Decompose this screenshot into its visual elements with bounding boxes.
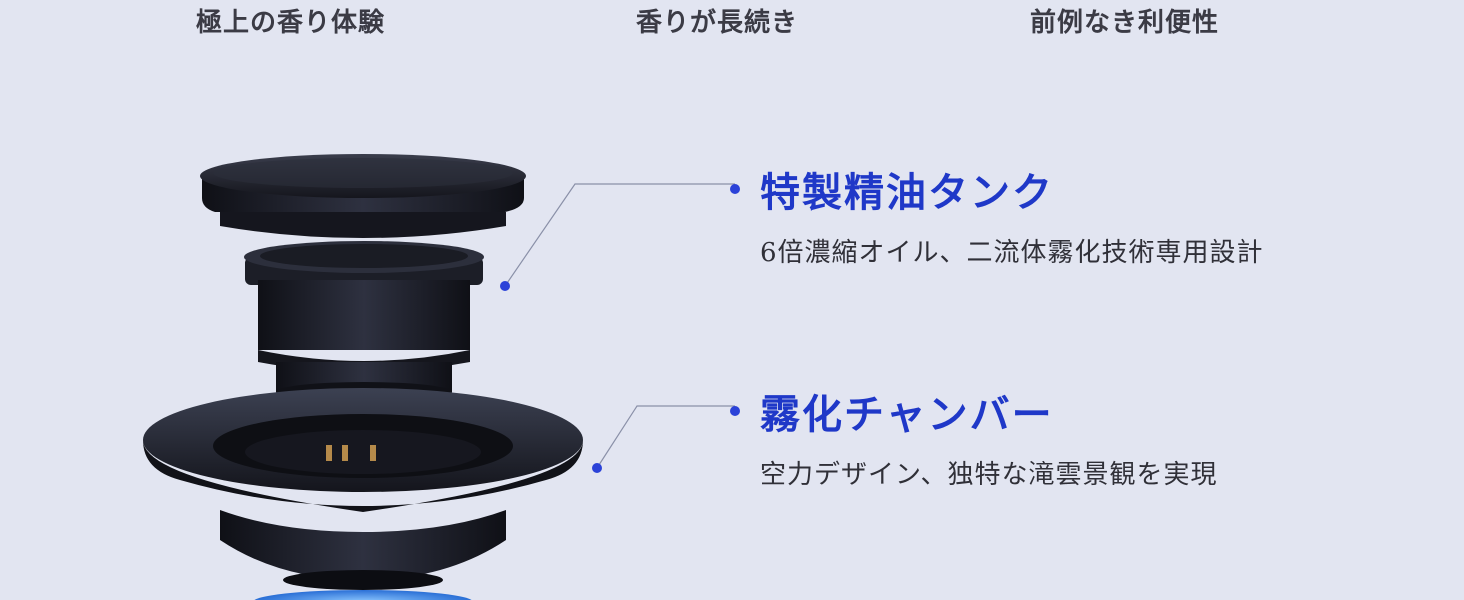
tank-lid <box>200 154 526 238</box>
feature-title: 特製精油タンク <box>760 169 1054 216</box>
oil-tank <box>244 241 484 402</box>
feature-oil-tank: 特製精油タンク 6倍濃縮オイル、二流体霧化技術専用設計 <box>730 160 1264 269</box>
bullet-dot-icon <box>730 184 740 194</box>
feature-atomization-chamber: 霧化チャンバー 空力デザイン、独特な滝雲景観を実現 <box>730 382 1217 491</box>
atomization-chamber <box>143 388 583 590</box>
feature-title: 霧化チャンバー <box>760 391 1054 438</box>
bullet-dot-icon <box>730 406 740 416</box>
diffuser-exploded-illustration <box>143 154 583 600</box>
tab-long-lasting[interactable]: 香りが長続き <box>636 2 798 39</box>
tab-bar: 極上の香り体験 香りが長続き 前例なき利便性 <box>0 0 1464 40</box>
tab-aroma-experience[interactable]: 極上の香り体験 <box>196 2 385 39</box>
base-glow <box>254 590 472 600</box>
feature-description: 6倍濃縮オイル、二流体霧化技術専用設計 <box>760 238 1264 268</box>
feature-description: 空力デザイン、独特な滝雲景観を実現 <box>760 460 1218 490</box>
tab-convenience[interactable]: 前例なき利便性 <box>1030 2 1219 39</box>
